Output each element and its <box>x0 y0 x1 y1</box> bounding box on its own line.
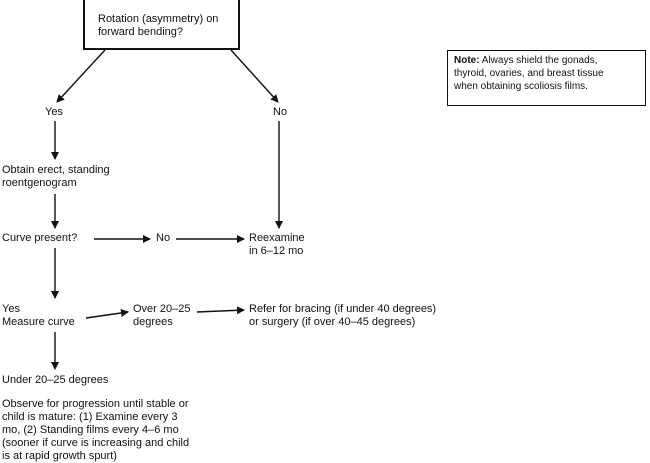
yes-top-label: Yes <box>45 106 63 118</box>
no-top-label: No <box>273 106 288 118</box>
note-box: Note: Always shield the gonads, thyroid,… <box>447 50 646 106</box>
yes-measure-label: Yes Measure curve <box>2 303 75 328</box>
observe-progression-label: Observe for progression until stable or … <box>2 398 190 462</box>
refer-bracing-label: Refer for bracing (if under 40 degrees) … <box>249 303 437 328</box>
arrow-over-to-refer <box>196 306 245 315</box>
start-box-text: Rotation (asymmetry) on forward bending? <box>98 13 219 38</box>
arrow-start-to-no <box>230 49 279 103</box>
arrow-start-to-yes <box>56 49 106 103</box>
note-text: Always shield the gonads, thyroid, ovari… <box>454 55 604 92</box>
under-20-25-label: Under 20–25 degrees <box>2 374 109 386</box>
note-label: Note: <box>454 55 480 66</box>
curve-present-label: Curve present? <box>2 232 78 244</box>
arrow-measure-to-over <box>85 309 129 319</box>
obtain-roentgenogram-label: Obtain erect, standing roentgenogram <box>2 164 110 189</box>
start-box <box>83 0 240 50</box>
over-20-25-label: Over 20–25 degrees <box>133 303 191 328</box>
no-curve-label: No <box>156 232 171 244</box>
reexamine-label: Reexamine in 6–12 mo <box>249 232 305 257</box>
